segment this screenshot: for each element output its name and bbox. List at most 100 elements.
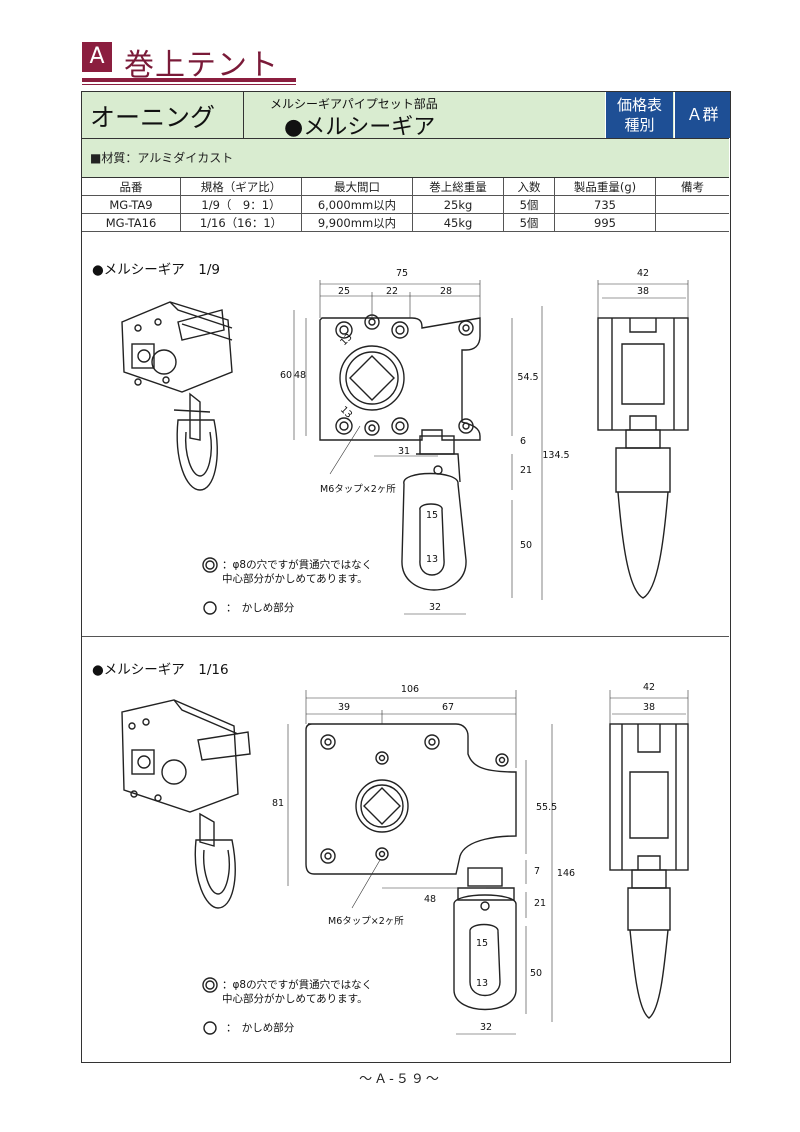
gear-side-view-2 (609, 690, 689, 1019)
dim-eye-inner-lower: 13 (426, 554, 438, 565)
dim-side-inner: 38 (637, 286, 649, 297)
section1-note-hole: ：φ8の穴ですが貫通穴ではなく 中心部分がかしめてあります。 (222, 558, 372, 586)
spec-table: 品番 規格（ギア比） 最大間口 巻上総重量 入数 製品重量(g) 備考 MG-T… (82, 178, 729, 232)
category-badge: A (82, 42, 112, 72)
dim-eye-inner-width: 15 (476, 938, 488, 949)
spec-cell: 735 (554, 195, 656, 214)
dim-eye-width: 32 (429, 602, 441, 613)
price-label-line2: 種別 (624, 116, 655, 134)
gear-front-view-1 (319, 314, 481, 591)
dim-upper-height: 55.5 (536, 802, 557, 813)
part-name: ●メルシーギア (284, 115, 436, 140)
note-line: 中心部分がかしめてあります。 (222, 573, 368, 585)
spec-cell: 995 (554, 213, 656, 232)
section2-drawings: 106 39 67 81 55.5 7 21 146 48 15 13 50 3… (121, 682, 689, 1035)
dim-side-depth: 42 (637, 268, 649, 279)
section2-title: ●メルシーギア 1/16 (92, 662, 229, 678)
tap-callout-2: M6タップ×2ヶ所 (328, 916, 404, 927)
price-label-line1: 価格表 (616, 96, 662, 114)
dim-total-height: 134.5 (542, 450, 569, 461)
section-divider (82, 636, 729, 637)
note-line: ：φ8の穴ですが貫通穴ではなく (222, 979, 373, 991)
material-text: ■材質：アルミダイカスト (90, 151, 234, 165)
spec-cell: 5個 (503, 195, 555, 214)
note-line: ：φ8の穴ですが貫通穴ではなく (222, 559, 373, 571)
category-title: 巻上テント (124, 48, 279, 83)
through-hole-symbol (202, 557, 218, 573)
spec-cell: MG-TA16 (82, 213, 181, 232)
dim-eye-inner-lower: 13 (476, 978, 488, 989)
dim-neck: 6 (520, 436, 526, 447)
product-subtitle: メルシーギアパイプセット部品 (270, 97, 438, 111)
content-frame (81, 91, 731, 1063)
dim-right-segment: 67 (442, 702, 454, 713)
spec-header: 最大間口 (301, 178, 413, 196)
section2-note-caulk: ： かしめ部分 (226, 1022, 295, 1034)
dim-body-height: 81 (272, 798, 284, 809)
spec-header-row: 品番 規格（ギア比） 最大間口 巻上総重量 入数 製品重量(g) 備考 (82, 178, 729, 196)
dim-square-a: 13 (338, 332, 354, 348)
spec-cell: 9,900mm以内 (301, 213, 413, 232)
category-underline-thin (82, 84, 296, 85)
dim-hole-pitch: 48 (294, 370, 306, 381)
gear-side-view-1 (597, 280, 689, 599)
dimension-lines-1 (293, 280, 543, 615)
spec-cell: 25kg (412, 195, 504, 214)
section1-note-caulk: ： かしめ部分 (226, 602, 295, 614)
table-row: MG-TA9 1/9（ 9：1） 6,000mm以内 25kg 5個 735 (82, 195, 729, 214)
tap-callout-1: M6タップ×2ヶ所 (320, 484, 396, 495)
page-number: ～Ａ-５９～ (359, 1072, 441, 1087)
dim-eye-length: 50 (530, 968, 542, 979)
dim-eye-inner-width: 15 (426, 510, 438, 521)
spec-cell: MG-TA9 (82, 195, 181, 214)
spec-header: 入数 (503, 178, 555, 196)
spec-header: 規格（ギア比） (180, 178, 302, 196)
category-underline (82, 78, 296, 82)
dim-left-segment: 39 (338, 702, 350, 713)
dim-side-inner: 38 (643, 702, 655, 713)
dim-eye-offset: 21 (534, 898, 546, 909)
dim-eye-width: 32 (480, 1022, 492, 1033)
section2-note-hole: ：φ8の穴ですが貫通穴ではなく 中心部分がかしめてあります。 (222, 978, 372, 1006)
spec-cell: 1/16（16：1） (180, 213, 302, 232)
caulk-symbol (203, 1021, 217, 1035)
gear-front-view-2 (305, 723, 517, 1011)
product-name: オーニング (90, 103, 216, 132)
dim-center-offset: 31 (398, 446, 410, 457)
dim-body-height: 60 (280, 370, 292, 381)
dim-upper-height: 54.5 (517, 372, 538, 383)
dim-right-segment: 28 (440, 286, 452, 297)
spec-cell: 5個 (503, 213, 555, 232)
dim-overall-width: 75 (396, 268, 408, 279)
table-row: MG-TA16 1/16（16：1） 9,900mm以内 45kg 5個 995 (82, 213, 729, 232)
spec-header: 品番 (82, 178, 181, 196)
material-row (82, 139, 729, 178)
dim-center-offset: 48 (424, 894, 436, 905)
price-type-label: 価格表 種別 (605, 92, 673, 138)
section1-title: ●メルシーギア 1/9 (92, 262, 221, 278)
note-line: 中心部分がかしめてあります。 (222, 993, 368, 1005)
spec-cell: 45kg (412, 213, 504, 232)
dimension-lines-2 (287, 690, 553, 1035)
gear-isometric-sketch-1 (121, 301, 233, 491)
dim-eye-offset: 21 (520, 465, 532, 476)
spec-cell: 6,000mm以内 (301, 195, 413, 214)
dim-side-depth: 42 (643, 682, 655, 693)
spec-cell: 1/9（ 9：1） (180, 195, 302, 214)
section1-drawings: 75 25 22 28 60 48 13 13 54.5 6 21 134.5 … (121, 268, 689, 615)
dim-left-segment: 25 (338, 286, 350, 297)
dim-mid-segment: 22 (386, 286, 398, 297)
spec-cell (655, 213, 729, 232)
caulk-symbol (203, 601, 217, 615)
spec-header: 備考 (655, 178, 729, 196)
title-divider (243, 92, 244, 138)
spec-header: 巻上総重量 (412, 178, 504, 196)
through-hole-symbol (202, 977, 218, 993)
spec-header: 製品重量(g) (554, 178, 656, 196)
dim-eye-length: 50 (520, 540, 532, 551)
dim-total-height: 146 (557, 868, 575, 879)
spec-cell (655, 195, 729, 214)
dim-neck: 7 (534, 866, 540, 877)
price-group: Ａ群 (674, 92, 730, 138)
dim-overall-width: 106 (401, 684, 419, 695)
